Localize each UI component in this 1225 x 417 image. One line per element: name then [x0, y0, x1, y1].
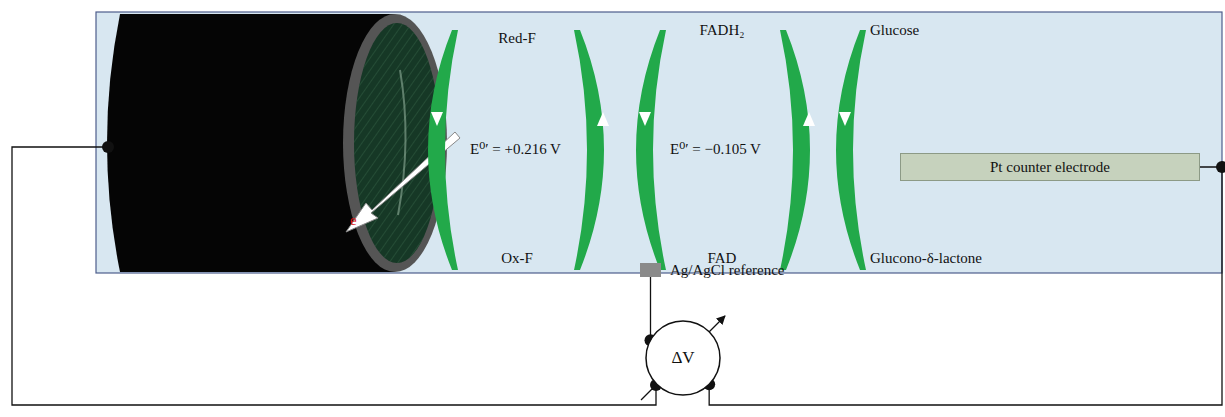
electrode-label: Pt counter electrode	[990, 159, 1110, 176]
wire	[650, 277, 651, 340]
reference-electrode: Ag/AgCl reference	[640, 263, 661, 277]
species-label: Glucose	[870, 22, 919, 39]
species-label: FAD	[708, 250, 737, 267]
species-label: Red-F	[498, 30, 536, 47]
wire-terminal	[1216, 161, 1225, 173]
species-label: Glucono-δ-lactone	[870, 250, 982, 267]
wire-terminal	[102, 141, 662, 391]
direction-arrows	[431, 112, 851, 126]
potential-label: E⁰′ = −0.105 V	[670, 141, 761, 158]
voltmeter-label: ΔV	[671, 349, 694, 368]
electrolyte-bath	[96, 12, 1222, 273]
species-label: Ox-F	[501, 250, 533, 267]
potential-label: E⁰′ = +0.216 V	[470, 141, 561, 158]
voltmeter-circle: ΔV	[645, 320, 721, 396]
species-label: FADH₂	[700, 22, 745, 39]
electron-label: e	[350, 212, 357, 229]
working-electrode	[107, 14, 447, 272]
wire	[709, 167, 1222, 405]
counter-electrode: Pt counter electrode	[900, 153, 1200, 181]
external-wire	[12, 147, 725, 405]
redox-brackets	[428, 30, 866, 270]
